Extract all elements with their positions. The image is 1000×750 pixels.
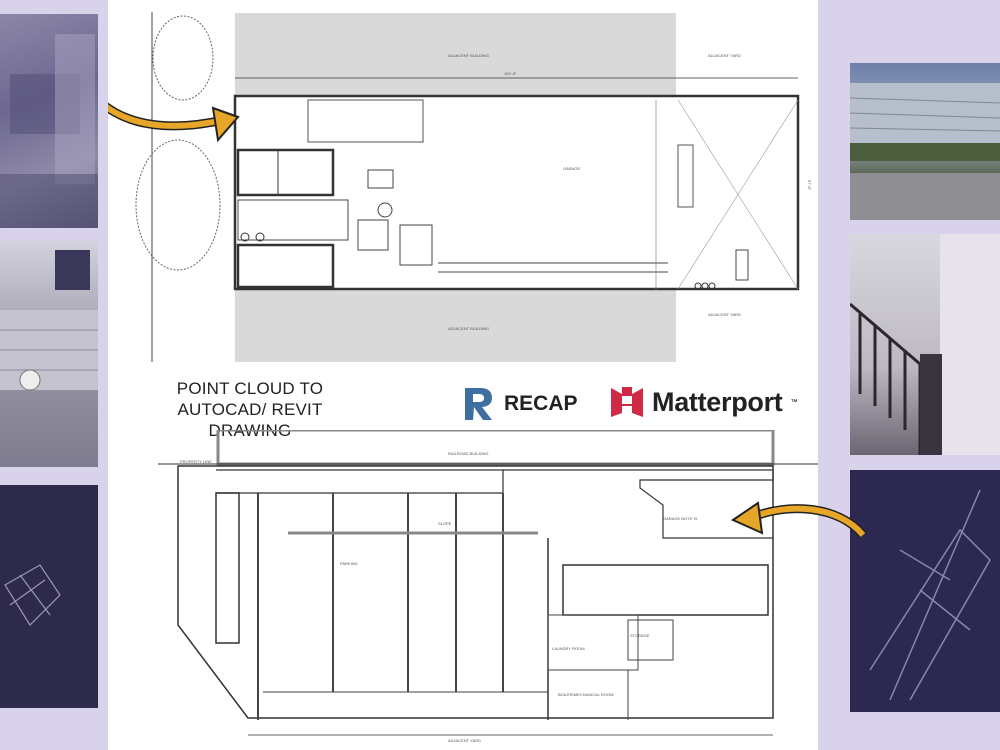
matterport-trademark: ™	[790, 398, 798, 406]
right-photo-staircase-interior	[850, 234, 1000, 455]
right-photo-point-cloud-aerial-dark	[850, 470, 1000, 712]
top-dimension-depth: 57'-6"	[807, 180, 812, 191]
left-photo-point-cloud-aerial	[0, 485, 98, 708]
top-label-adjacent-yard: ADJACENT YARD	[708, 53, 741, 58]
bottom-label-laundry: LAUNDRY ROOM	[552, 646, 585, 651]
caption-line-1: POINT CLOUD TO	[176, 379, 324, 398]
top-dimension-width: 100'-8"	[504, 71, 517, 76]
right-photo-building-exterior	[850, 63, 1000, 220]
recap-r-icon	[465, 388, 492, 420]
top-floor-plan-drawing: ADJACENT BUILDING ADJACENT BUILDING ADJA…	[108, 12, 812, 362]
drawings-panel: ADJACENT BUILDING ADJACENT BUILDING ADJA…	[108, 0, 818, 750]
top-label-adjacent-building-bottom: ADJACENT BUILDING	[448, 326, 489, 331]
bottom-label-adjacent-yard: ADJACENT YARD	[448, 738, 481, 743]
bottom-label-railroad-building: RAILROAD BUILDING	[448, 451, 488, 456]
recap-logo: RECAP	[462, 386, 578, 422]
bottom-label-garage: GARAGE NOTE 'B'	[663, 516, 698, 521]
bottom-label-property-line: PROPERTY LINE	[180, 459, 212, 464]
left-photo-point-cloud-garage-door	[0, 240, 98, 467]
recap-logo-text: RECAP	[504, 392, 578, 415]
left-photo-point-cloud-interior	[0, 14, 98, 228]
top-label-adjacent-yard-bottom: ADJACENT YARD	[708, 312, 741, 317]
bottom-label-slope: SLOPE	[438, 521, 452, 526]
matterport-icon	[611, 387, 643, 417]
arrow-to-garage-icon	[730, 501, 867, 539]
top-label-garage: GARAGE	[563, 166, 580, 171]
bottom-label-parking: PARKING	[340, 561, 358, 566]
bottom-label-storage: STORAGE	[630, 633, 650, 638]
bottom-label-boiler-room: BOILER/MECHANICAL ROOM	[558, 692, 613, 697]
matterport-logo: Matterport ™	[610, 386, 798, 418]
top-label-adjacent-building: ADJACENT BUILDING	[448, 53, 489, 58]
matterport-logo-text: Matterport	[652, 386, 783, 417]
bottom-floor-plan-drawing: RAILROAD BUILDING PROPERTY LINE GARAGE N…	[158, 430, 818, 743]
